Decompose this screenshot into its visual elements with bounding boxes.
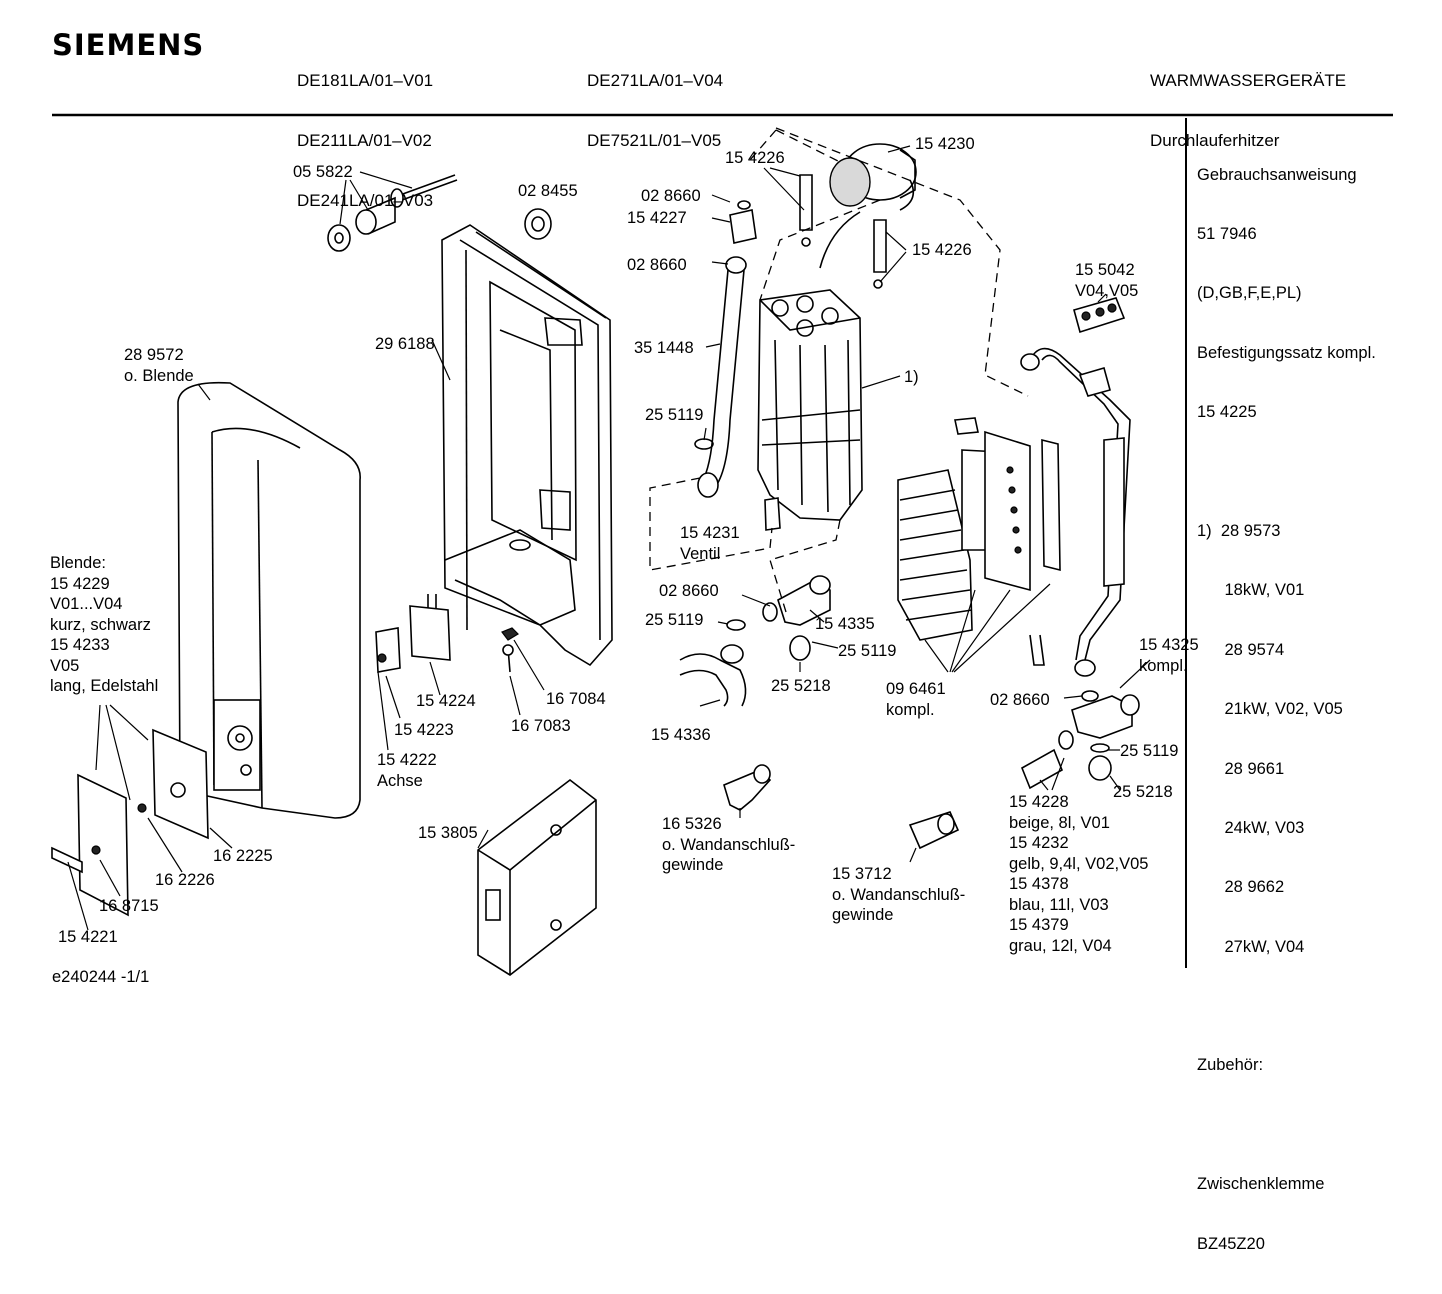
model-item: DE181LA/01–V01 — [297, 71, 434, 90]
sidebar-line: 15 4225 — [1197, 403, 1257, 422]
part-label: 09 6461 kompl. — [886, 680, 946, 719]
module-153805-part — [477, 778, 597, 976]
part-label: 25 5218 — [1113, 783, 1173, 801]
part-label: 15 4226 — [912, 241, 972, 259]
part-label: 16 2226 — [155, 871, 215, 889]
part-label: 15 4224 — [416, 692, 476, 710]
heater-block-part — [757, 289, 863, 521]
brand-logo: SIEMENS — [52, 28, 205, 62]
part-label: Blende: 15 4229 V01...V04 kurz, schwarz … — [50, 554, 159, 695]
category-title: WARMWASSERGERÄTE — [1150, 71, 1347, 90]
part-label: 15 3805 — [418, 824, 478, 842]
sidebar-line: 51 7946 — [1197, 224, 1257, 243]
sensor-parts — [799, 174, 887, 289]
part-label: 16 7083 — [511, 717, 571, 735]
part-label: 15 4230 — [915, 135, 975, 153]
part-label: 16 2225 — [213, 847, 273, 865]
part-label: 15 4335 — [815, 615, 875, 633]
sidebar-line: 28 9662 — [1197, 878, 1285, 897]
right-pipe-part — [1020, 347, 1131, 677]
model-item: DE271LA/01–V04 — [587, 71, 724, 90]
fitting-154325-part — [1020, 690, 1140, 790]
part-label: 16 7084 — [546, 690, 606, 708]
sidebar-notes: Gebrauchsanweisung 51 7946 (D,GB,F,E,PL)… — [1197, 126, 1376, 1294]
sidebar-line: 28 9574 — [1197, 640, 1285, 659]
part-label: 25 5119 — [645, 611, 704, 629]
sidebar-line: Gebrauchsanweisung — [1197, 165, 1357, 184]
sidebar-line: 18kW, V01 — [1197, 581, 1305, 600]
part-label: 15 4226 — [725, 149, 785, 167]
sidebar-line — [1197, 997, 1376, 1017]
dashed-connections — [649, 127, 1029, 613]
sidebar-line: 27kW, V04 — [1197, 937, 1305, 956]
part-label: 02 8660 — [990, 691, 1050, 709]
part-label: 25 5119 — [645, 406, 704, 424]
category-block: WARMWASSERGERÄTE Durchlauferhitzer — [1150, 31, 1346, 191]
model-item: DE241LA/01–V03 — [297, 191, 434, 210]
sidebar-line: 28 9661 — [1197, 759, 1285, 778]
part-label: 05 5822 — [293, 163, 353, 181]
t-fitting-part — [679, 575, 831, 707]
part-label: 15 4221 — [58, 928, 118, 946]
part-label: 15 4228 beige, 8l, V01 15 4232 gelb, 9,4… — [1009, 793, 1149, 955]
part-label: 15 3712 o. Wandanschluß- gewinde — [832, 865, 966, 924]
front-cover-part — [177, 381, 361, 819]
model-item: DE7521L/01–V05 — [587, 131, 722, 150]
sidebar-line — [1197, 463, 1376, 483]
part-label: 15 4227 — [627, 209, 687, 227]
valve-and-pipe-parts — [694, 200, 781, 531]
part-label: 15 4223 — [394, 721, 454, 739]
back-plate-part — [441, 224, 613, 667]
part-label: 02 8660 — [659, 582, 719, 600]
parts-drawing — [51, 113, 1393, 976]
part-label: 25 5218 — [771, 677, 831, 695]
grommet-part — [524, 208, 552, 240]
part-label: 02 8455 — [518, 182, 578, 200]
part-label: 15 5042 V04,V05 — [1075, 261, 1139, 300]
document-id: e240244 -1/1 — [52, 968, 150, 986]
sidebar-line: (D,GB,F,E,PL) — [1197, 284, 1302, 303]
part-label: 28 9572 o. Blende — [124, 346, 194, 385]
part-label: 25 5119 — [1120, 742, 1179, 760]
sidebar-line: Befestigungssatz kompl. — [1197, 343, 1376, 362]
part-label: 29 6188 — [375, 335, 435, 353]
element-block-part — [897, 417, 1061, 666]
sidebar-line: 21kW, V02, V05 — [1197, 700, 1343, 719]
part-label: 15 4222 Achse — [377, 751, 437, 790]
part-label: 02 8660 — [627, 256, 687, 274]
part-label: 02 8660 — [641, 187, 701, 205]
category-subtitle: Durchlauferhitzer — [1150, 131, 1280, 150]
model-list-2: DE271LA/01–V04 DE7521L/01–V05 — [587, 31, 723, 191]
sidebar-line: 24kW, V03 — [1197, 818, 1305, 837]
part-label: 15 4336 — [651, 726, 711, 744]
leader-lines — [67, 145, 1151, 931]
model-list-1: DE181LA/01–V01 DE211LA/01–V02 DE241LA/01… — [297, 31, 433, 251]
sidebar-line: Zwischenklemme — [1197, 1175, 1325, 1194]
sidebar-line: BZ45Z20 — [1197, 1234, 1265, 1253]
sidebar-line — [1197, 1116, 1376, 1136]
sidebar-line: 1) 28 9573 — [1197, 521, 1281, 540]
part-label: 15 4325 kompl. — [1139, 636, 1199, 675]
sidebar-line: Zubehör: — [1197, 1056, 1264, 1075]
exploded-parts-diagram: SIEMENS DE181LA/01–V01 DE211LA/01–V02 DE… — [50, 28, 1393, 1253]
terminal-block-part — [1073, 297, 1126, 334]
part-label: 16 8715 — [99, 897, 159, 915]
screw-set-part — [327, 174, 458, 252]
wall-fittings-part — [723, 764, 960, 850]
blende-plates-part — [51, 594, 519, 917]
model-item: DE211LA/01–V02 — [297, 131, 432, 150]
part-label: 1) — [904, 368, 919, 386]
part-label: 15 4231 Ventil — [680, 524, 740, 563]
part-label: 25 5119 — [838, 642, 897, 660]
part-label: 16 5326 o. Wandanschluß- gewinde — [662, 815, 796, 874]
part-label: 35 1448 — [634, 339, 694, 357]
pressure-switch-part — [819, 143, 917, 269]
